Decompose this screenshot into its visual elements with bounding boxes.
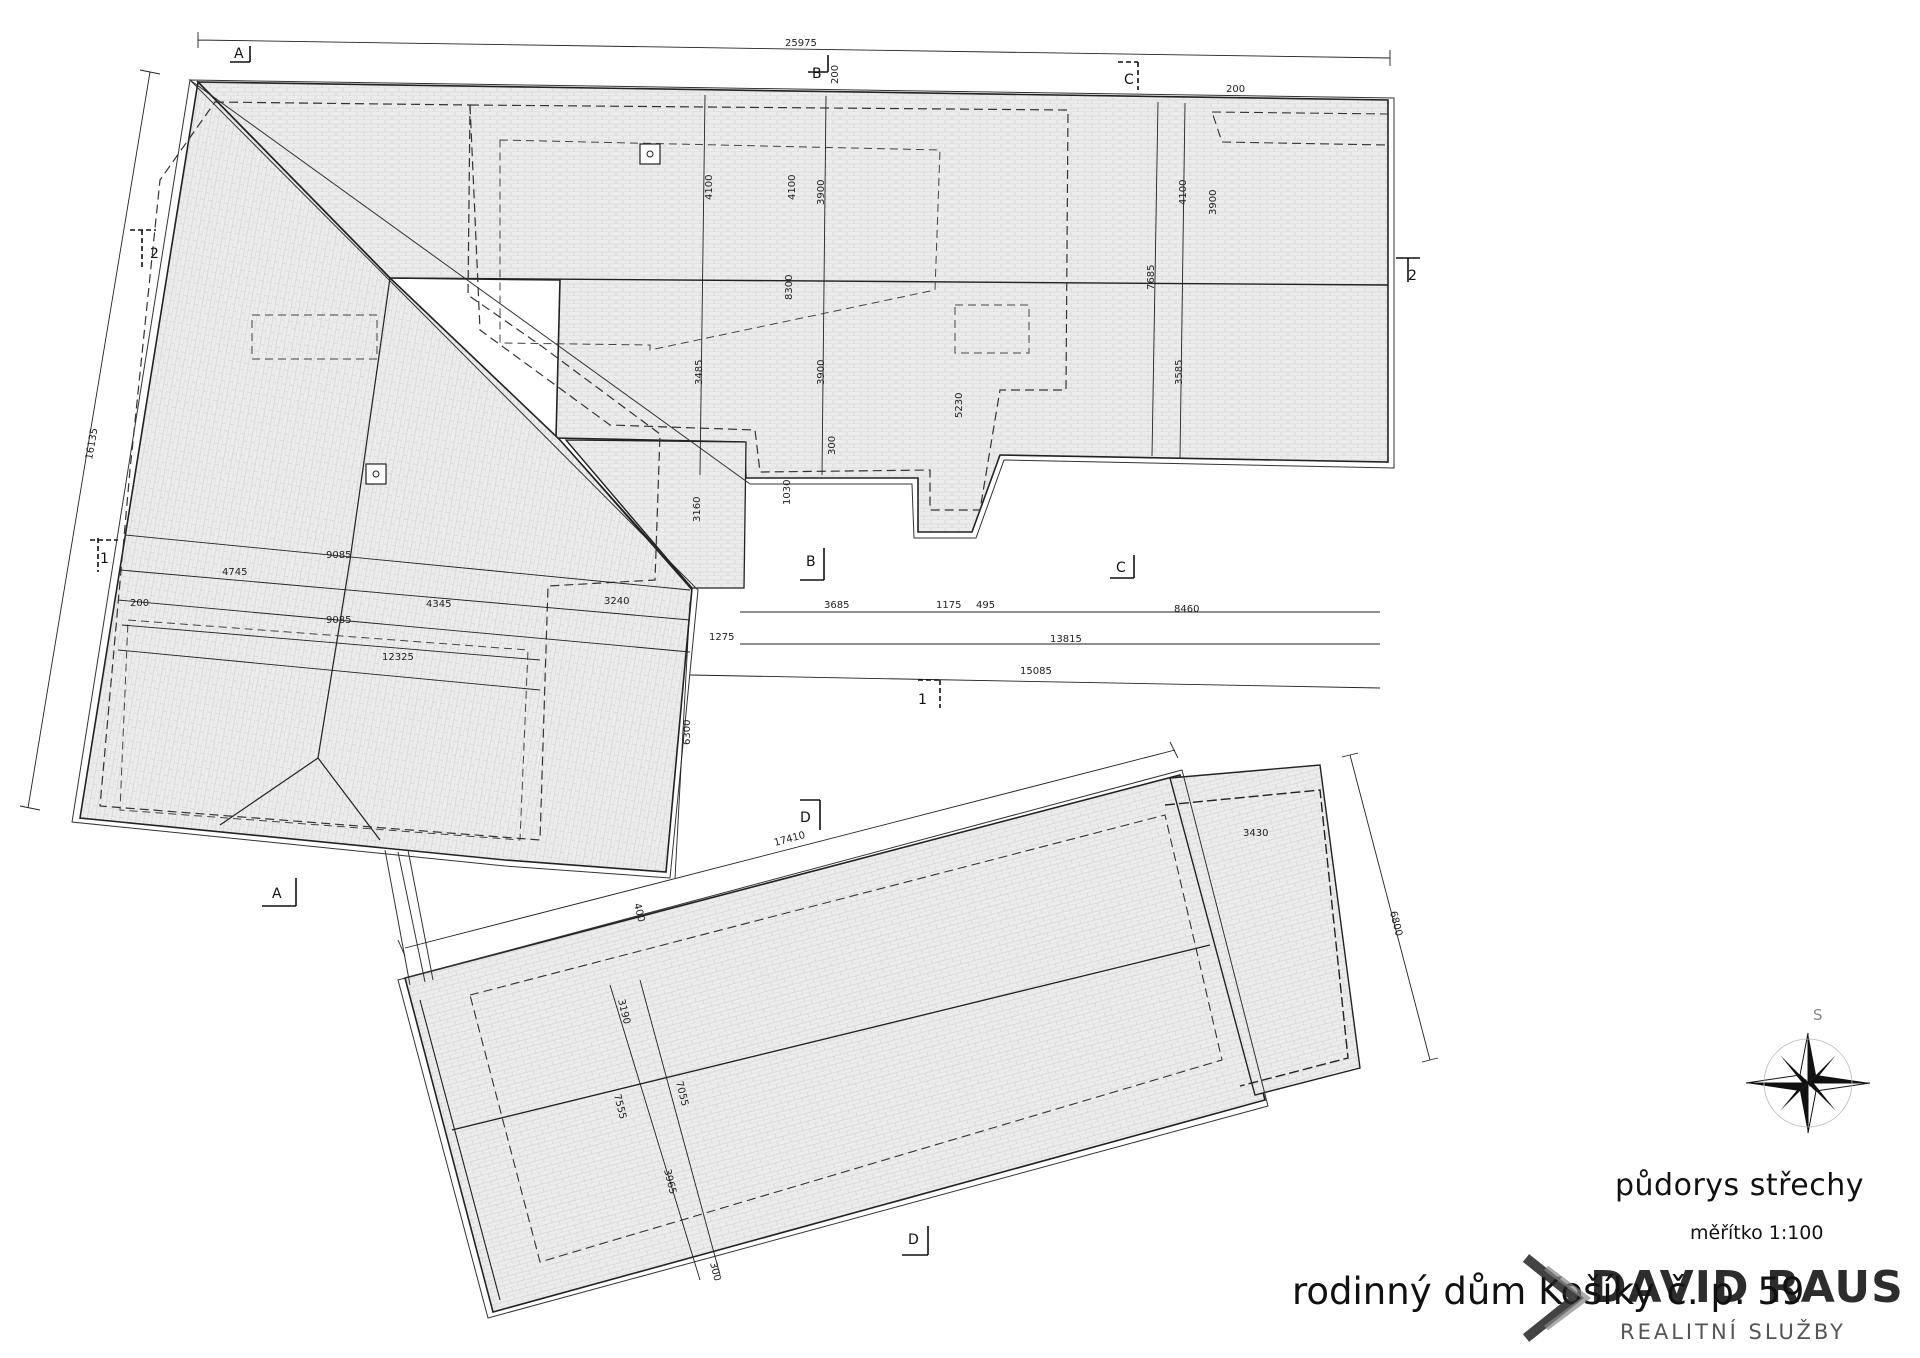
section-c-bottom: C: [1116, 560, 1126, 576]
dim-3900-a: 3900: [816, 180, 827, 205]
dim-5230: 5230: [954, 393, 965, 418]
section-d-top: D: [800, 810, 811, 826]
dim-3160: 3160: [692, 497, 703, 522]
compass-letter: S: [1813, 1006, 1823, 1024]
dim-4745: 4745: [222, 567, 247, 578]
section-a-top: A: [234, 46, 244, 62]
dim-3240: 3240: [604, 596, 629, 607]
dim-8460: 8460: [1174, 604, 1199, 615]
drawing-scale: měřítko 1:100: [1690, 1222, 1824, 1244]
dim-3900-c: 3900: [816, 360, 827, 385]
dim-400: 400: [631, 902, 646, 923]
dim-495: 495: [976, 600, 995, 611]
dim-4100-c: 4100: [1178, 180, 1189, 205]
garage-roof: [384, 764, 1361, 1319]
main-roof: [71, 78, 1395, 879]
dim-1175: 1175: [936, 600, 961, 611]
section-a-bottom: A: [272, 886, 282, 902]
section-c-top: C: [1124, 72, 1134, 88]
section-1-left: 1: [100, 551, 109, 567]
dim-4100-b: 4100: [787, 175, 798, 200]
dim-200-a: 200: [830, 65, 841, 84]
drawing-title: půdorys střechy: [1615, 1168, 1864, 1203]
section-markers: [90, 46, 1420, 1256]
section-b-bottom: B: [806, 554, 816, 570]
dim-4100-a: 4100: [704, 175, 715, 200]
dim-16135: 16135: [84, 427, 100, 460]
dim-300-b: 300: [707, 1261, 722, 1282]
dim-1275: 1275: [709, 632, 734, 643]
dim-6300: 6300: [682, 720, 693, 745]
dim-15085: 15085: [1020, 666, 1052, 677]
dim-25975: 25975: [785, 38, 817, 49]
section-d-bottom: D: [908, 1232, 919, 1248]
dim-3585: 3585: [1174, 360, 1185, 385]
dim-3685: 3685: [824, 600, 849, 611]
dim-13815: 13815: [1050, 634, 1082, 645]
compass-icon: [1745, 1032, 1871, 1134]
watermark-subtitle: REALITNÍ SLUŽBY: [1620, 1320, 1846, 1344]
dim-9085-b: 9085: [326, 615, 351, 626]
section-1-bottom: 1: [918, 692, 927, 708]
section-b-top: B: [812, 66, 822, 82]
dim-9085-a: 9085: [326, 550, 351, 561]
section-2-left: 2: [150, 246, 159, 262]
dim-4345: 4345: [426, 599, 451, 610]
dim-200-c: 200: [130, 598, 149, 609]
dim-3485: 3485: [694, 360, 705, 385]
dim-200-b: 200: [1226, 84, 1245, 95]
dimension-labels: 25975 200 200 16135 4100 4100 4100 3900 …: [84, 38, 1404, 1282]
dim-3430: 3430: [1243, 828, 1268, 839]
dim-7685: 7685: [1146, 265, 1157, 290]
dim-6800: 6800: [1387, 910, 1404, 937]
section-labels: A A B B C C D D 1 1 2 2: [100, 46, 1417, 1248]
dimension-lines: [19, 32, 1439, 1281]
dim-8300: 8300: [784, 275, 795, 300]
dim-1030: 1030: [782, 480, 793, 505]
dim-12325: 12325: [382, 652, 414, 663]
dim-3900-b: 3900: [1208, 190, 1219, 215]
section-2-right: 2: [1408, 268, 1417, 284]
watermark-logo-icon: [1522, 1254, 1591, 1342]
watermark-brand: DAVID RAUS: [1590, 1262, 1904, 1313]
dim-300-a: 300: [827, 436, 838, 455]
